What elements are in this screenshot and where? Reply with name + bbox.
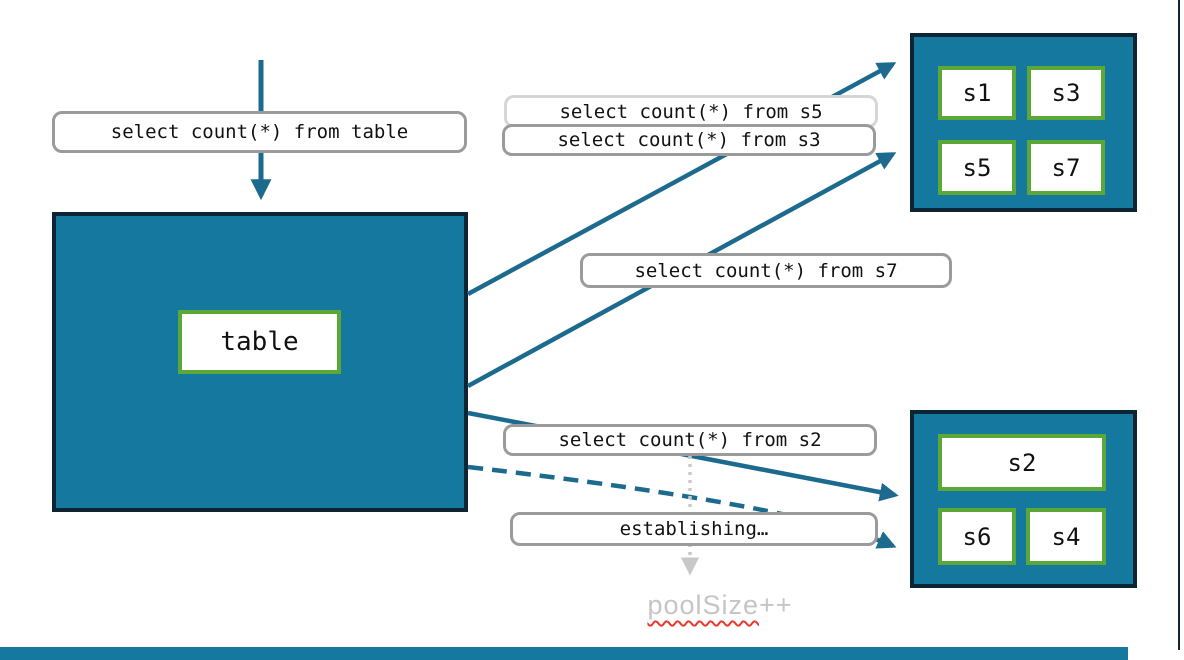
query-label-table: select count(*) from table (52, 111, 467, 153)
shard-box-s5: s5 (938, 140, 1016, 195)
slide-bottom-bar (0, 647, 1128, 660)
table-box: table (52, 212, 468, 512)
poolsize-label: poolSize (647, 590, 760, 620)
query-label-s5: select count(*) from s5 (504, 95, 878, 128)
shard-group-bottom: s2 s6 s4 (910, 410, 1137, 588)
shard-box-s6: s6 (938, 508, 1016, 565)
query-label-s2-text: select count(*) from s2 (558, 429, 822, 451)
query-label-s2: select count(*) from s2 (503, 424, 877, 456)
arrow-establishing-dashed (467, 464, 897, 549)
shard-box-s3: s3 (1027, 66, 1105, 120)
query-label-s3-text: select count(*) from s3 (557, 129, 821, 151)
poolsize-suffix: ++ (759, 590, 793, 620)
shard-label-s7: s7 (1051, 153, 1081, 182)
query-label-s7: select count(*) from s7 (580, 253, 952, 288)
shard-label-s6: s6 (962, 522, 992, 551)
shard-label-s1: s1 (962, 79, 992, 107)
table-inner-box: table (178, 310, 341, 374)
shard-label-s4: s4 (1051, 522, 1081, 551)
shard-box-s2: s2 (938, 434, 1106, 491)
poolsize-note: poolSize++ (570, 590, 870, 621)
query-label-s7-text: select count(*) from s7 (634, 259, 898, 282)
slide-right-edge-line (1178, 0, 1180, 650)
shard-label-s5: s5 (962, 153, 992, 182)
query-label-s3: select count(*) from s3 (502, 124, 876, 156)
shard-label-s2: s2 (1007, 448, 1037, 477)
shard-label-s3: s3 (1051, 79, 1081, 107)
establishing-label: establishing… (510, 512, 878, 546)
table-label: table (220, 327, 299, 357)
shard-box-s4: s4 (1026, 508, 1106, 565)
query-label-s5-text: select count(*) from s5 (559, 100, 823, 123)
shard-box-s7: s7 (1027, 140, 1105, 195)
shard-box-s1: s1 (938, 66, 1016, 120)
establishing-label-text: establishing… (619, 518, 769, 540)
shard-group-top: s1 s3 s5 s7 (910, 33, 1137, 212)
query-label-table-text: select count(*) from table (110, 121, 409, 143)
